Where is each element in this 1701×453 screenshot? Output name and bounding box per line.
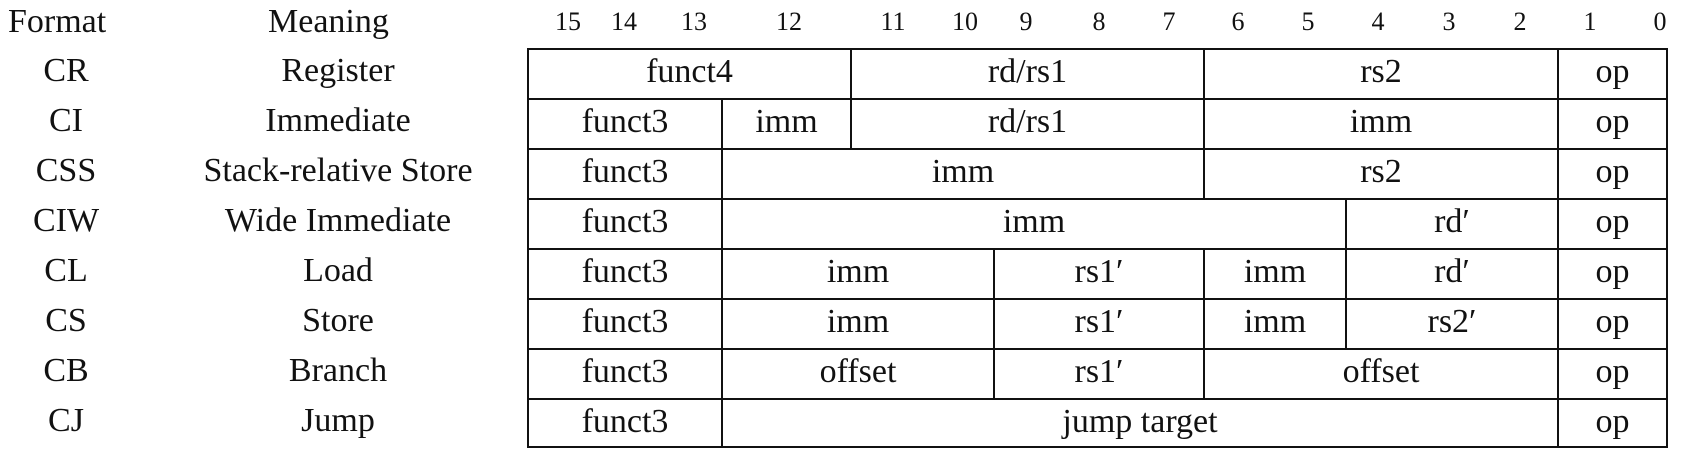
bit-field: op [1557,348,1668,398]
bit-field: funct3 [527,198,721,248]
format-name: CB [43,352,89,389]
bit-field: imm [721,98,850,148]
bit-label: 4 [1371,7,1385,36]
bit-field: imm [1203,98,1557,148]
bit-field: imm [1203,248,1345,298]
bit-field: op [1557,398,1668,448]
bit-field: rd′ [1345,198,1557,248]
bit-field: imm [721,298,993,348]
format-name: CL [44,252,88,289]
format-name: CJ [48,402,84,439]
bit-label: 14 [611,7,637,36]
bit-label: 11 [880,7,906,36]
bit-field: op [1557,48,1668,98]
bit-field: rs2 [1203,48,1557,98]
bit-label: 13 [681,7,707,36]
bit-field: funct4 [527,48,850,98]
bit-label: 10 [952,7,978,36]
bit-field: jump target [721,398,1557,448]
format-name: CIW [32,202,100,239]
bit-field: rd/rs1 [850,48,1203,98]
format-meaning: Immediate [265,102,411,139]
format-name: CSS [35,152,97,189]
bit-label: 1 [1583,7,1597,36]
bit-field: rd/rs1 [850,98,1203,148]
bit-label: 6 [1231,7,1245,36]
format-column-header: Format [8,3,107,40]
bit-field: rs1′ [993,298,1203,348]
format-name: CR [43,52,89,89]
bit-label: 12 [776,7,802,36]
bit-field: imm [721,148,1203,198]
format-meaning: Stack-relative Store [203,152,473,189]
bit-field: rs2′ [1345,298,1557,348]
bit-field: funct3 [527,148,721,198]
bit-field: funct3 [527,98,721,148]
bit-label: 5 [1301,7,1315,36]
bit-field: funct3 [527,348,721,398]
format-meaning: Store [302,302,374,339]
bit-field: funct3 [527,398,721,448]
bit-field: op [1557,248,1668,298]
format-meaning: Register [281,52,395,89]
bit-field: rs2 [1203,148,1557,198]
bit-label: 9 [1019,7,1033,36]
bit-field: op [1557,198,1668,248]
bit-field: op [1557,148,1668,198]
format-meaning: Branch [288,352,388,389]
bit-label: 15 [555,7,581,36]
bit-field: imm [1203,298,1345,348]
bit-field: offset [721,348,993,398]
bit-field: imm [721,248,993,298]
format-meaning: Load [303,252,373,289]
bit-field: rs1′ [993,348,1203,398]
bit-label: 0 [1653,7,1667,36]
bit-field: funct3 [527,248,721,298]
bit-label: 8 [1092,7,1106,36]
bit-field: op [1557,98,1668,148]
format-meaning: Wide Immediate [224,202,452,239]
format-name: CI [49,102,83,139]
meaning-column-header: Meaning [268,3,389,40]
bit-label: 2 [1513,7,1527,36]
bit-field: funct3 [527,298,721,348]
bit-field: imm [721,198,1345,248]
format-name: CS [45,302,87,339]
format-meaning: Jump [301,402,375,439]
bit-label: 7 [1162,7,1176,36]
bit-field: op [1557,298,1668,348]
bit-field: rs1′ [993,248,1203,298]
bit-field: offset [1203,348,1557,398]
bit-field: rd′ [1345,248,1557,298]
bit-label: 3 [1442,7,1456,36]
